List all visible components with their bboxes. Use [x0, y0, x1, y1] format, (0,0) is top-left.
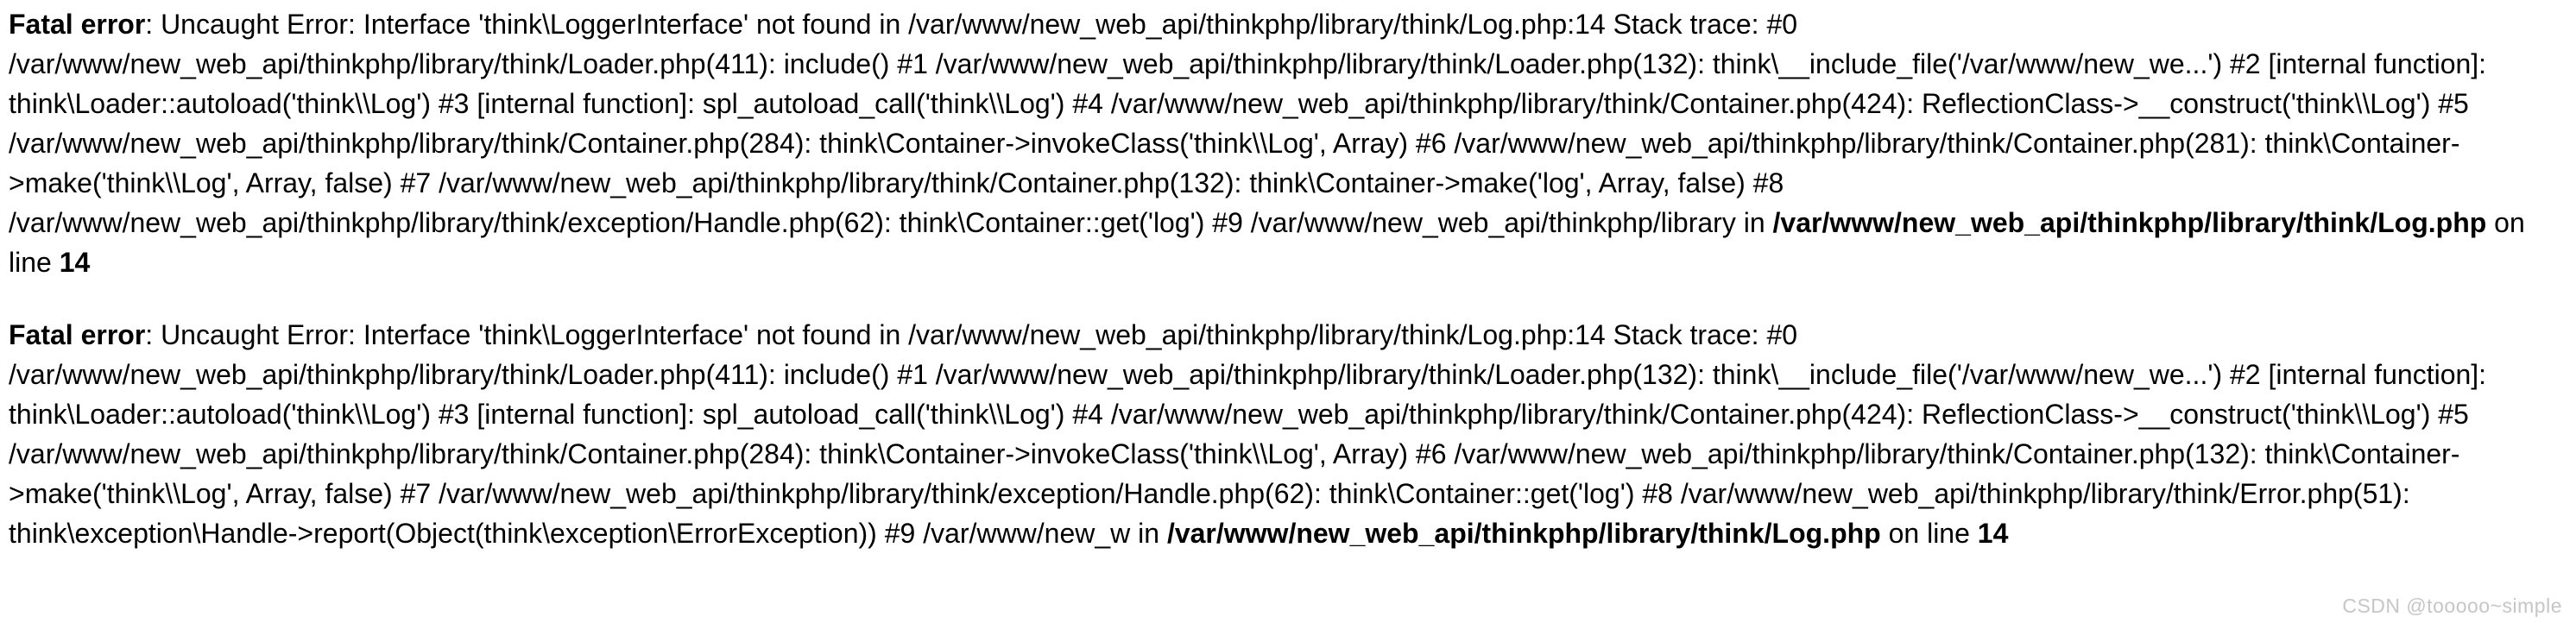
error-message: : Uncaught Error: Interface 'think\Logge…	[9, 319, 2487, 549]
fatal-error-block-1: Fatal error: Uncaught Error: Interface '…	[9, 4, 2567, 282]
on-line-text: on line	[9, 207, 2525, 278]
error-line-number: 14	[1977, 518, 2009, 549]
fatal-error-label: Fatal error	[9, 9, 146, 40]
error-file-path: /var/www/new_web_api/thinkphp/library/th…	[1772, 207, 2487, 238]
csdn-watermark: CSDN @tooooo~simple	[2342, 595, 2562, 617]
php-error-page: Fatal error: Uncaught Error: Interface '…	[9, 4, 2567, 553]
error-message: : Uncaught Error: Interface 'think\Logge…	[9, 9, 2487, 238]
on-line-text: on line	[1880, 518, 1978, 549]
fatal-error-label: Fatal error	[9, 319, 146, 350]
fatal-error-block-2: Fatal error: Uncaught Error: Interface '…	[9, 315, 2567, 553]
error-file-path: /var/www/new_web_api/thinkphp/library/th…	[1166, 518, 1881, 549]
error-line-number: 14	[59, 247, 91, 278]
